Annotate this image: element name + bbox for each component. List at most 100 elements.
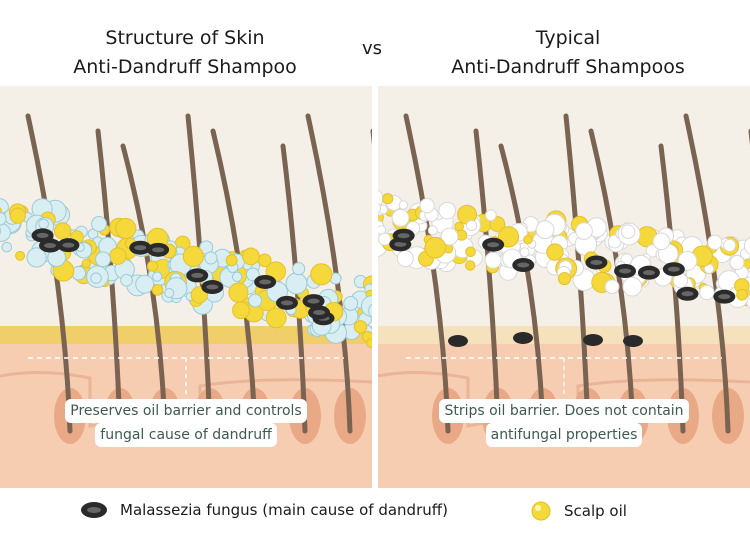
foam-bubble <box>90 272 102 284</box>
fungus-highlight <box>280 300 293 306</box>
foam-bubble <box>620 224 636 239</box>
foam-bubble <box>368 303 372 319</box>
oil-drop <box>109 247 127 265</box>
oil-drop <box>736 288 748 301</box>
oil-drop <box>353 320 368 334</box>
fungus-highlight <box>718 294 731 300</box>
foam-bubble <box>378 202 382 214</box>
foam-bubble <box>396 250 414 268</box>
oil-drop <box>232 301 250 320</box>
foam-bubble <box>465 219 478 232</box>
hair-strand <box>588 128 636 434</box>
left-caption-line-1: Preserves oil barrier and controls <box>65 399 307 423</box>
foam-bubble <box>204 251 218 265</box>
fungus-highlight <box>191 272 204 278</box>
left-title: Structure of Skin Anti-Dandruff Shampoo <box>40 24 330 82</box>
foam-bubble <box>438 201 457 220</box>
right-title: Typical Anti-Dandruff Shampoos <box>418 24 718 82</box>
legend-fungus: Malassezia fungus (main cause of dandruf… <box>80 500 448 520</box>
foam-bubble <box>38 218 49 230</box>
foam-bubble <box>378 232 392 246</box>
right-title-line-2: Anti-Dandruff Shampoos <box>451 56 685 78</box>
fungus-highlight <box>517 262 530 268</box>
foam-bubble <box>604 279 620 295</box>
oil-drop <box>228 282 249 303</box>
hair-strand <box>473 128 501 434</box>
foam-bubble <box>535 220 555 240</box>
fungus-highlight <box>394 241 407 247</box>
fungus-highlight <box>667 266 680 272</box>
foam-bubble <box>699 284 715 301</box>
oil-drop <box>9 207 26 224</box>
foam-bubble <box>26 247 47 268</box>
foam-bubble <box>245 267 260 282</box>
fungus-highlight <box>681 291 694 297</box>
foam-bubble <box>723 238 737 252</box>
foam-bubble <box>120 273 133 287</box>
fungus-highlight <box>590 259 603 265</box>
oil-drop <box>523 234 533 245</box>
foam-bubble <box>343 295 359 311</box>
legend-oil: Scalp oil <box>530 500 627 522</box>
oil-drop <box>366 338 372 348</box>
foam-bubble <box>95 251 111 268</box>
foam-bubble <box>440 227 459 246</box>
foam-bubble <box>519 247 530 258</box>
right-caption-line-2: antifungal properties <box>485 423 643 447</box>
legend-oil-label: Scalp oil <box>564 502 627 520</box>
foam-bubble <box>152 271 163 282</box>
left-title-line-2: Anti-Dandruff Shampoo <box>73 56 297 78</box>
fungus-highlight <box>134 245 147 251</box>
left-caption-line-2: fungal cause of dandruff <box>95 423 277 447</box>
foam-bubble <box>91 216 108 232</box>
foam-bubble <box>292 262 306 276</box>
fungus-highlight <box>62 242 75 248</box>
fungus-highlight <box>259 279 272 285</box>
oil-drop <box>147 260 159 272</box>
fungus-highlight <box>619 268 632 274</box>
fungus-on-scalp <box>513 332 533 344</box>
fungus-highlight <box>36 232 49 238</box>
vs-label: vs <box>362 38 383 59</box>
right-caption-line-1: Strips oil barrier. Does not contain <box>439 399 689 423</box>
oil-drop <box>310 263 333 286</box>
foam-bubble <box>743 237 750 255</box>
oil-drop <box>424 236 447 259</box>
left-caption: Preserves oil barrier and controls funga… <box>0 399 372 447</box>
oil-drop <box>115 217 137 239</box>
fungus-on-scalp <box>448 335 468 347</box>
oil-drop <box>15 250 26 261</box>
foam-bubble <box>622 276 643 297</box>
foam-bubble <box>427 225 438 236</box>
foam-bubble <box>135 274 155 294</box>
oil-drop <box>53 222 72 240</box>
oil-drop <box>465 246 476 258</box>
oil-drop <box>242 247 260 266</box>
oil-drop <box>557 272 572 286</box>
right-title-line-1: Typical <box>535 27 601 49</box>
fungus-highlight <box>313 310 326 316</box>
hair-strand <box>25 113 73 434</box>
fungus-highlight <box>487 242 500 248</box>
foam-bubble <box>398 200 409 210</box>
foam-bubble <box>1 241 13 253</box>
foam-bubble <box>484 209 497 222</box>
oil-drop <box>225 254 238 267</box>
oil-drop <box>546 243 564 261</box>
fungus-on-scalp <box>583 334 603 346</box>
legend-fungus-label: Malassezia fungus (main cause of dandruf… <box>120 501 448 519</box>
foam-bubble <box>652 232 671 251</box>
fungus-highlight <box>152 247 165 253</box>
foam-bubble <box>729 255 745 271</box>
fungus-icon <box>81 502 107 518</box>
foam-bubble <box>164 288 175 299</box>
foam-bubble <box>484 251 502 269</box>
foam-bubble <box>0 212 7 226</box>
oil-drop <box>465 260 476 271</box>
hair-strand <box>403 113 451 434</box>
left-title-line-1: Structure of Skin <box>105 27 265 49</box>
right-caption: Strips oil barrier. Does not contain ant… <box>378 399 750 447</box>
hair-strand <box>498 143 546 434</box>
foam-bubble <box>707 234 723 250</box>
